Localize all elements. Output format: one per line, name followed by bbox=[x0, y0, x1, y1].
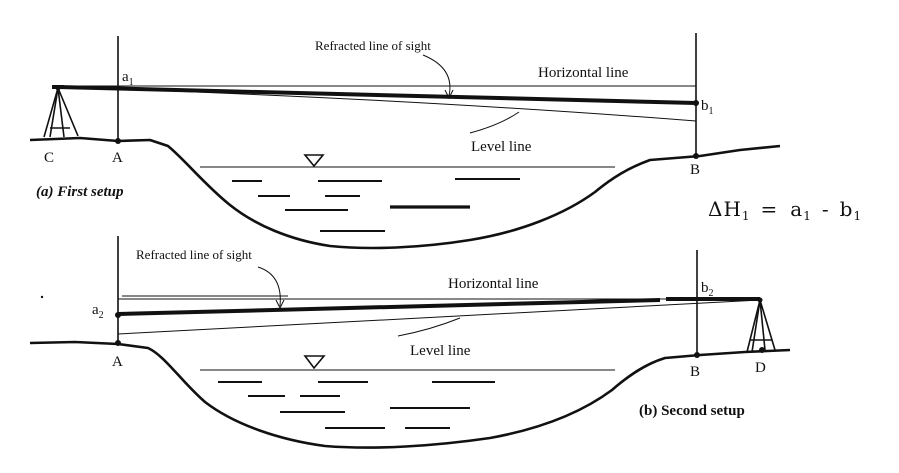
level-leader-a bbox=[469, 111, 520, 134]
reading-a2: a2 bbox=[92, 302, 104, 321]
water-level-symbol-b bbox=[303, 355, 326, 370]
point-d-label: D bbox=[755, 360, 766, 376]
point-a-label-second: A bbox=[112, 354, 123, 370]
ground-profile-b bbox=[29, 340, 791, 449]
first-setup-caption: (a) First setup bbox=[36, 184, 124, 200]
second-setup-caption: (b) Second setup bbox=[639, 403, 745, 419]
reading-a1: a1 bbox=[122, 69, 134, 88]
point-b-label-second: B bbox=[690, 364, 700, 380]
horizontal-label-b: Horizontal line bbox=[448, 276, 539, 292]
reading-b2: b2 bbox=[701, 280, 714, 299]
level-label-b: Level line bbox=[410, 343, 471, 359]
stray-dot bbox=[40, 295, 44, 299]
refracted-leader-a bbox=[422, 54, 451, 97]
point-a-label-first: A bbox=[112, 150, 123, 166]
water-ripples-b bbox=[218, 381, 495, 429]
level-leader-b bbox=[397, 317, 461, 337]
refracted-line-b bbox=[117, 298, 661, 316]
first-setup-panel: Refracted line of sight Horizontal line … bbox=[29, 33, 781, 250]
level-instrument-d bbox=[746, 296, 776, 353]
point-b-label-first: B bbox=[690, 162, 700, 178]
level-label-a: Level line bbox=[471, 139, 532, 155]
refracted-label-b: Refracted line of sight bbox=[136, 247, 252, 262]
refracted-label-a: Refracted line of sight bbox=[315, 38, 431, 53]
ground-profile-a bbox=[29, 136, 781, 250]
horizontal-label-a: Horizontal line bbox=[538, 65, 629, 81]
refracted-line-a bbox=[57, 85, 697, 105]
water-ripples-a bbox=[232, 178, 520, 232]
point-c-label: C bbox=[44, 150, 54, 166]
water-level-symbol-a bbox=[303, 154, 325, 168]
level-instrument-c bbox=[43, 85, 79, 138]
second-setup-panel: Refracted line of sight Horizontal line … bbox=[29, 236, 791, 449]
delta-h-equation: ΔH1=a1-b1 bbox=[708, 197, 862, 223]
reading-b1: b1 bbox=[701, 98, 714, 117]
level-line-a bbox=[57, 86, 697, 122]
level-line-b bbox=[117, 299, 761, 335]
refracted-leader-b bbox=[257, 266, 281, 307]
